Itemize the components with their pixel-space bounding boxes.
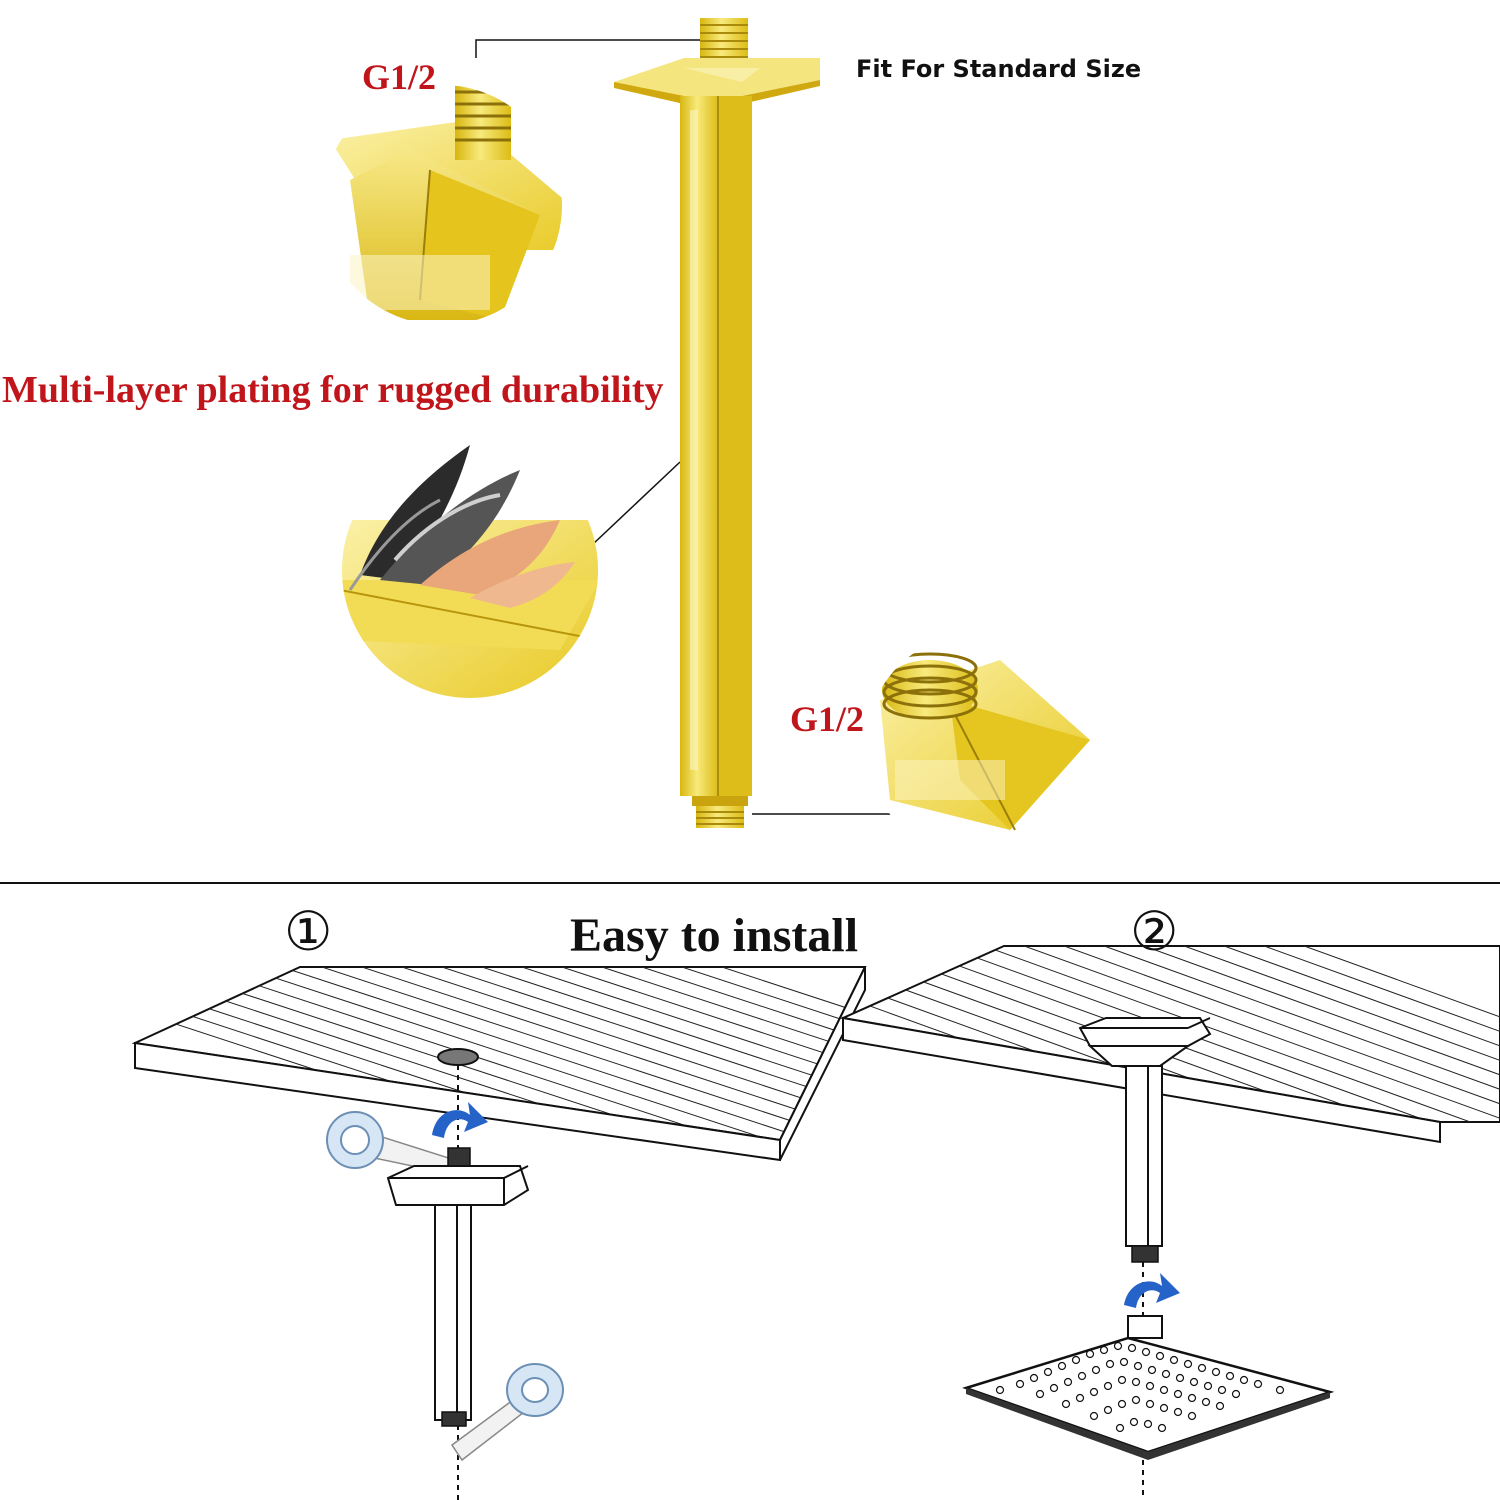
plating-layers-closeup-icon bbox=[342, 442, 598, 698]
step-2-marker: ② bbox=[1130, 900, 1179, 963]
plating-durability-label: Multi-layer plating for rugged durabilit… bbox=[2, 369, 664, 411]
step1-illustration bbox=[131, 966, 867, 1500]
install-section-title: Easy to install bbox=[570, 909, 859, 962]
step2-illustration bbox=[839, 945, 1500, 1500]
square-shower-head-icon bbox=[962, 1315, 1335, 1460]
step-1-marker: ① bbox=[284, 900, 333, 963]
thread-size-label-bottom: G1/2 bbox=[790, 699, 865, 739]
flange-thread-closeup-icon bbox=[322, 85, 562, 325]
thread-size-label-top: G1/2 bbox=[362, 57, 437, 97]
rotate-arrow-icon bbox=[432, 1102, 488, 1138]
bottom-thread-closeup-icon bbox=[866, 633, 1090, 857]
fit-standard-size-label: Fit For Standard Size bbox=[856, 55, 1142, 83]
gold-shower-arm bbox=[614, 18, 820, 828]
sealing-tape-icon bbox=[326, 1111, 456, 1176]
leader-lines bbox=[475, 39, 892, 815]
ceiling-panel-icon bbox=[131, 966, 867, 1162]
